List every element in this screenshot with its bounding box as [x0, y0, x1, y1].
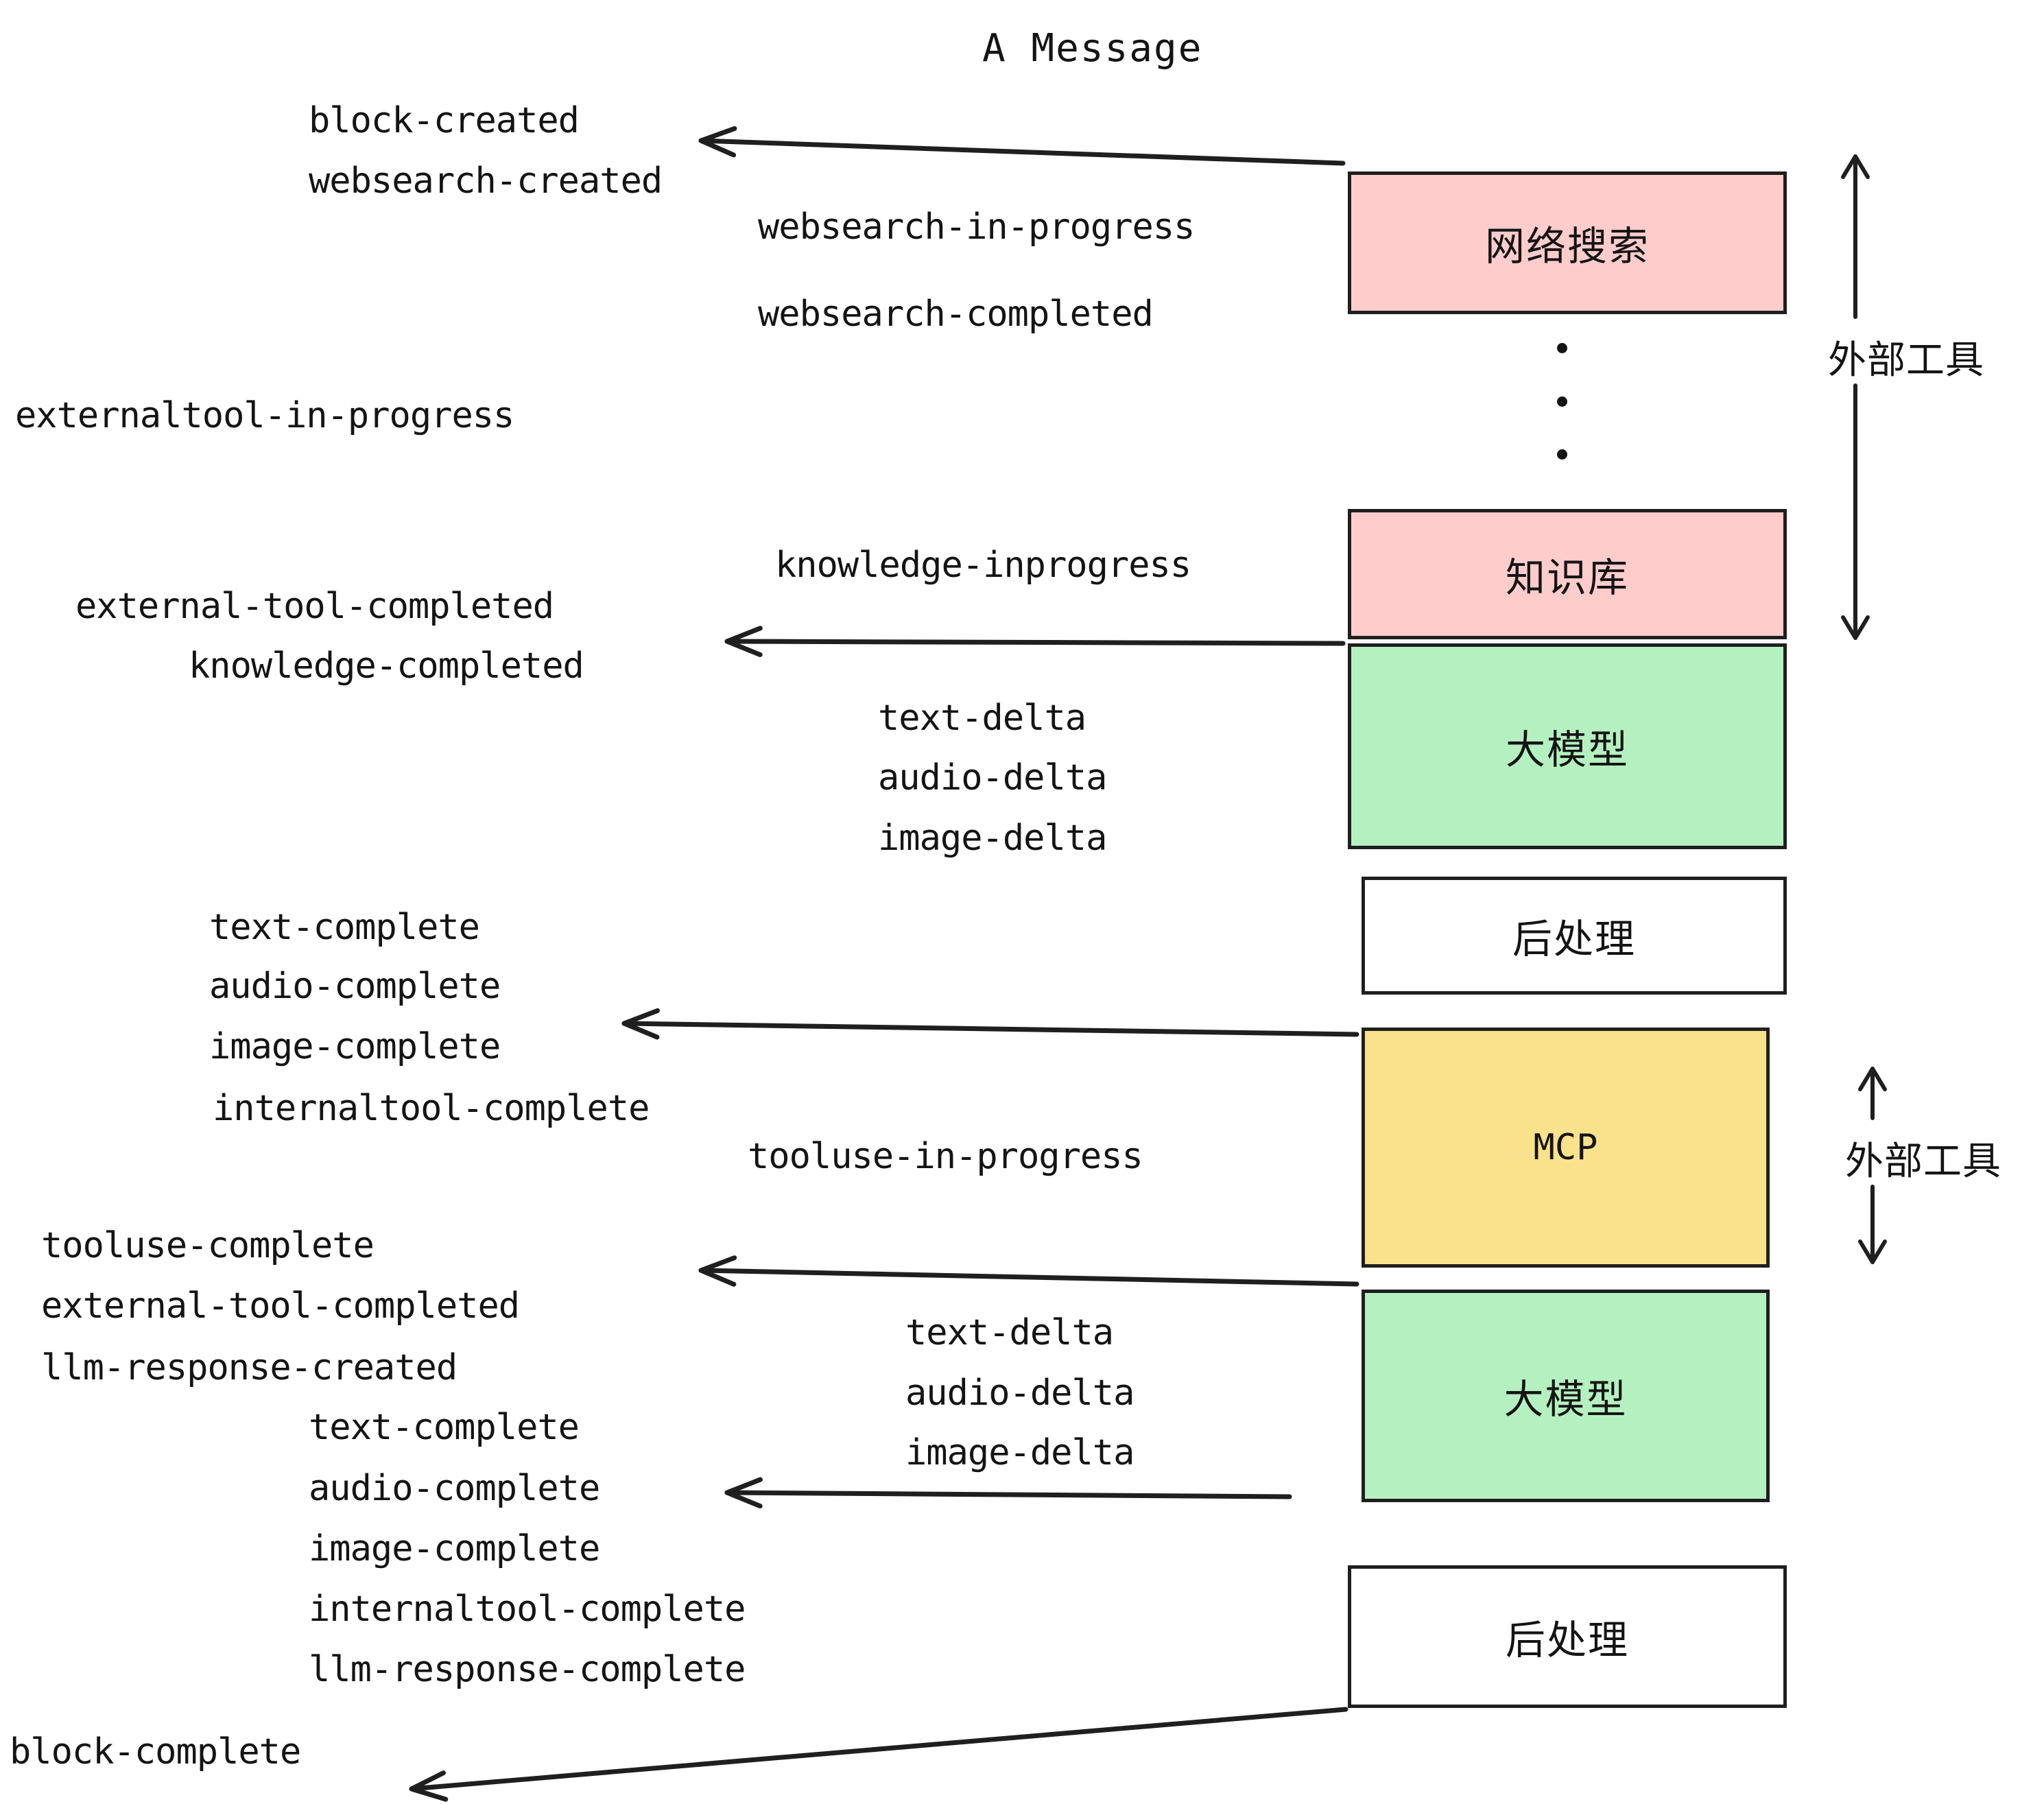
- external-tool-annotation: 外部工具: [1828, 338, 1984, 383]
- box-postprocess-1: 后处理: [1362, 877, 1787, 995]
- box-llm-2: 大模型: [1362, 1290, 1770, 1502]
- event-label: image-delta: [878, 818, 1107, 859]
- box-postprocess-2: 后处理: [1348, 1565, 1787, 1708]
- box-label: 网络搜索: [1484, 223, 1650, 270]
- box-label: MCP: [1533, 1127, 1598, 1168]
- external-tool-down-arrow: [1858, 1185, 1887, 1264]
- page-title: A Message: [982, 26, 1203, 71]
- box-label: 后处理: [1505, 1617, 1629, 1663]
- event-label: internaltool-complete: [213, 1088, 650, 1129]
- event-label: text-delta: [878, 698, 1086, 739]
- flow-arrow-to-websearch-created: [698, 126, 1346, 166]
- flow-arrow-to-knowledge-completed: [724, 626, 1346, 657]
- box-label: 大模型: [1505, 726, 1629, 773]
- event-label: external-tool-completed: [41, 1285, 520, 1327]
- event-label: websearch-created: [309, 161, 663, 202]
- event-label: audio-delta: [905, 1373, 1134, 1414]
- event-label: knowledge-inprogress: [775, 545, 1191, 586]
- flow-arrow-to-tooluse-complete: [698, 1255, 1359, 1287]
- box-llm-1: 大模型: [1348, 643, 1787, 849]
- box-label: 后处理: [1512, 916, 1636, 962]
- event-label: websearch-in-progress: [758, 206, 1195, 248]
- flow-arrow-to-block-complete: [409, 1707, 1348, 1802]
- event-label: tooluse-in-progress: [748, 1136, 1143, 1177]
- box-label: 知识库: [1505, 554, 1629, 601]
- event-label: block-complete: [10, 1731, 301, 1772]
- event-label: image-complete: [309, 1528, 600, 1569]
- event-label: external-tool-completed: [75, 586, 554, 627]
- external-tool-down-arrow: [1841, 383, 1870, 640]
- flow-arrow-to-image-complete: [621, 1008, 1359, 1040]
- ellipsis-dot: [1557, 343, 1567, 353]
- box-websearch: 网络搜索: [1348, 171, 1787, 314]
- external-tool-annotation: 外部工具: [1845, 1139, 2001, 1184]
- event-label: audio-complete: [209, 966, 501, 1007]
- event-label: llm-response-complete: [309, 1649, 746, 1690]
- ellipsis-dot: [1557, 449, 1567, 460]
- external-tool-up-arrow: [1858, 1067, 1887, 1120]
- event-label: llm-response-created: [41, 1347, 457, 1388]
- event-label: image-delta: [905, 1432, 1134, 1473]
- box-knowledge: 知识库: [1348, 509, 1787, 639]
- ellipsis-dots: [1557, 343, 1567, 460]
- event-label: text-complete: [209, 907, 480, 948]
- flow-arrow-to-audio-complete: [724, 1477, 1292, 1509]
- event-label: audio-delta: [878, 757, 1107, 798]
- external-tool-up-arrow: [1841, 154, 1870, 319]
- ellipsis-dot: [1557, 396, 1567, 407]
- event-label: tooluse-complete: [41, 1225, 375, 1266]
- event-label: externaltool-in-progress: [15, 395, 514, 436]
- event-label: image-complete: [209, 1026, 501, 1067]
- event-label: text-delta: [905, 1312, 1114, 1353]
- event-label: websearch-completed: [758, 294, 1154, 335]
- event-label: knowledge-completed: [189, 645, 584, 687]
- event-label: audio-complete: [309, 1468, 600, 1509]
- box-label: 大模型: [1504, 1376, 1628, 1423]
- event-label: block-created: [309, 100, 580, 141]
- event-label: text-complete: [309, 1407, 580, 1448]
- box-mcp: MCP: [1362, 1028, 1770, 1268]
- event-label: internaltool-complete: [309, 1589, 746, 1630]
